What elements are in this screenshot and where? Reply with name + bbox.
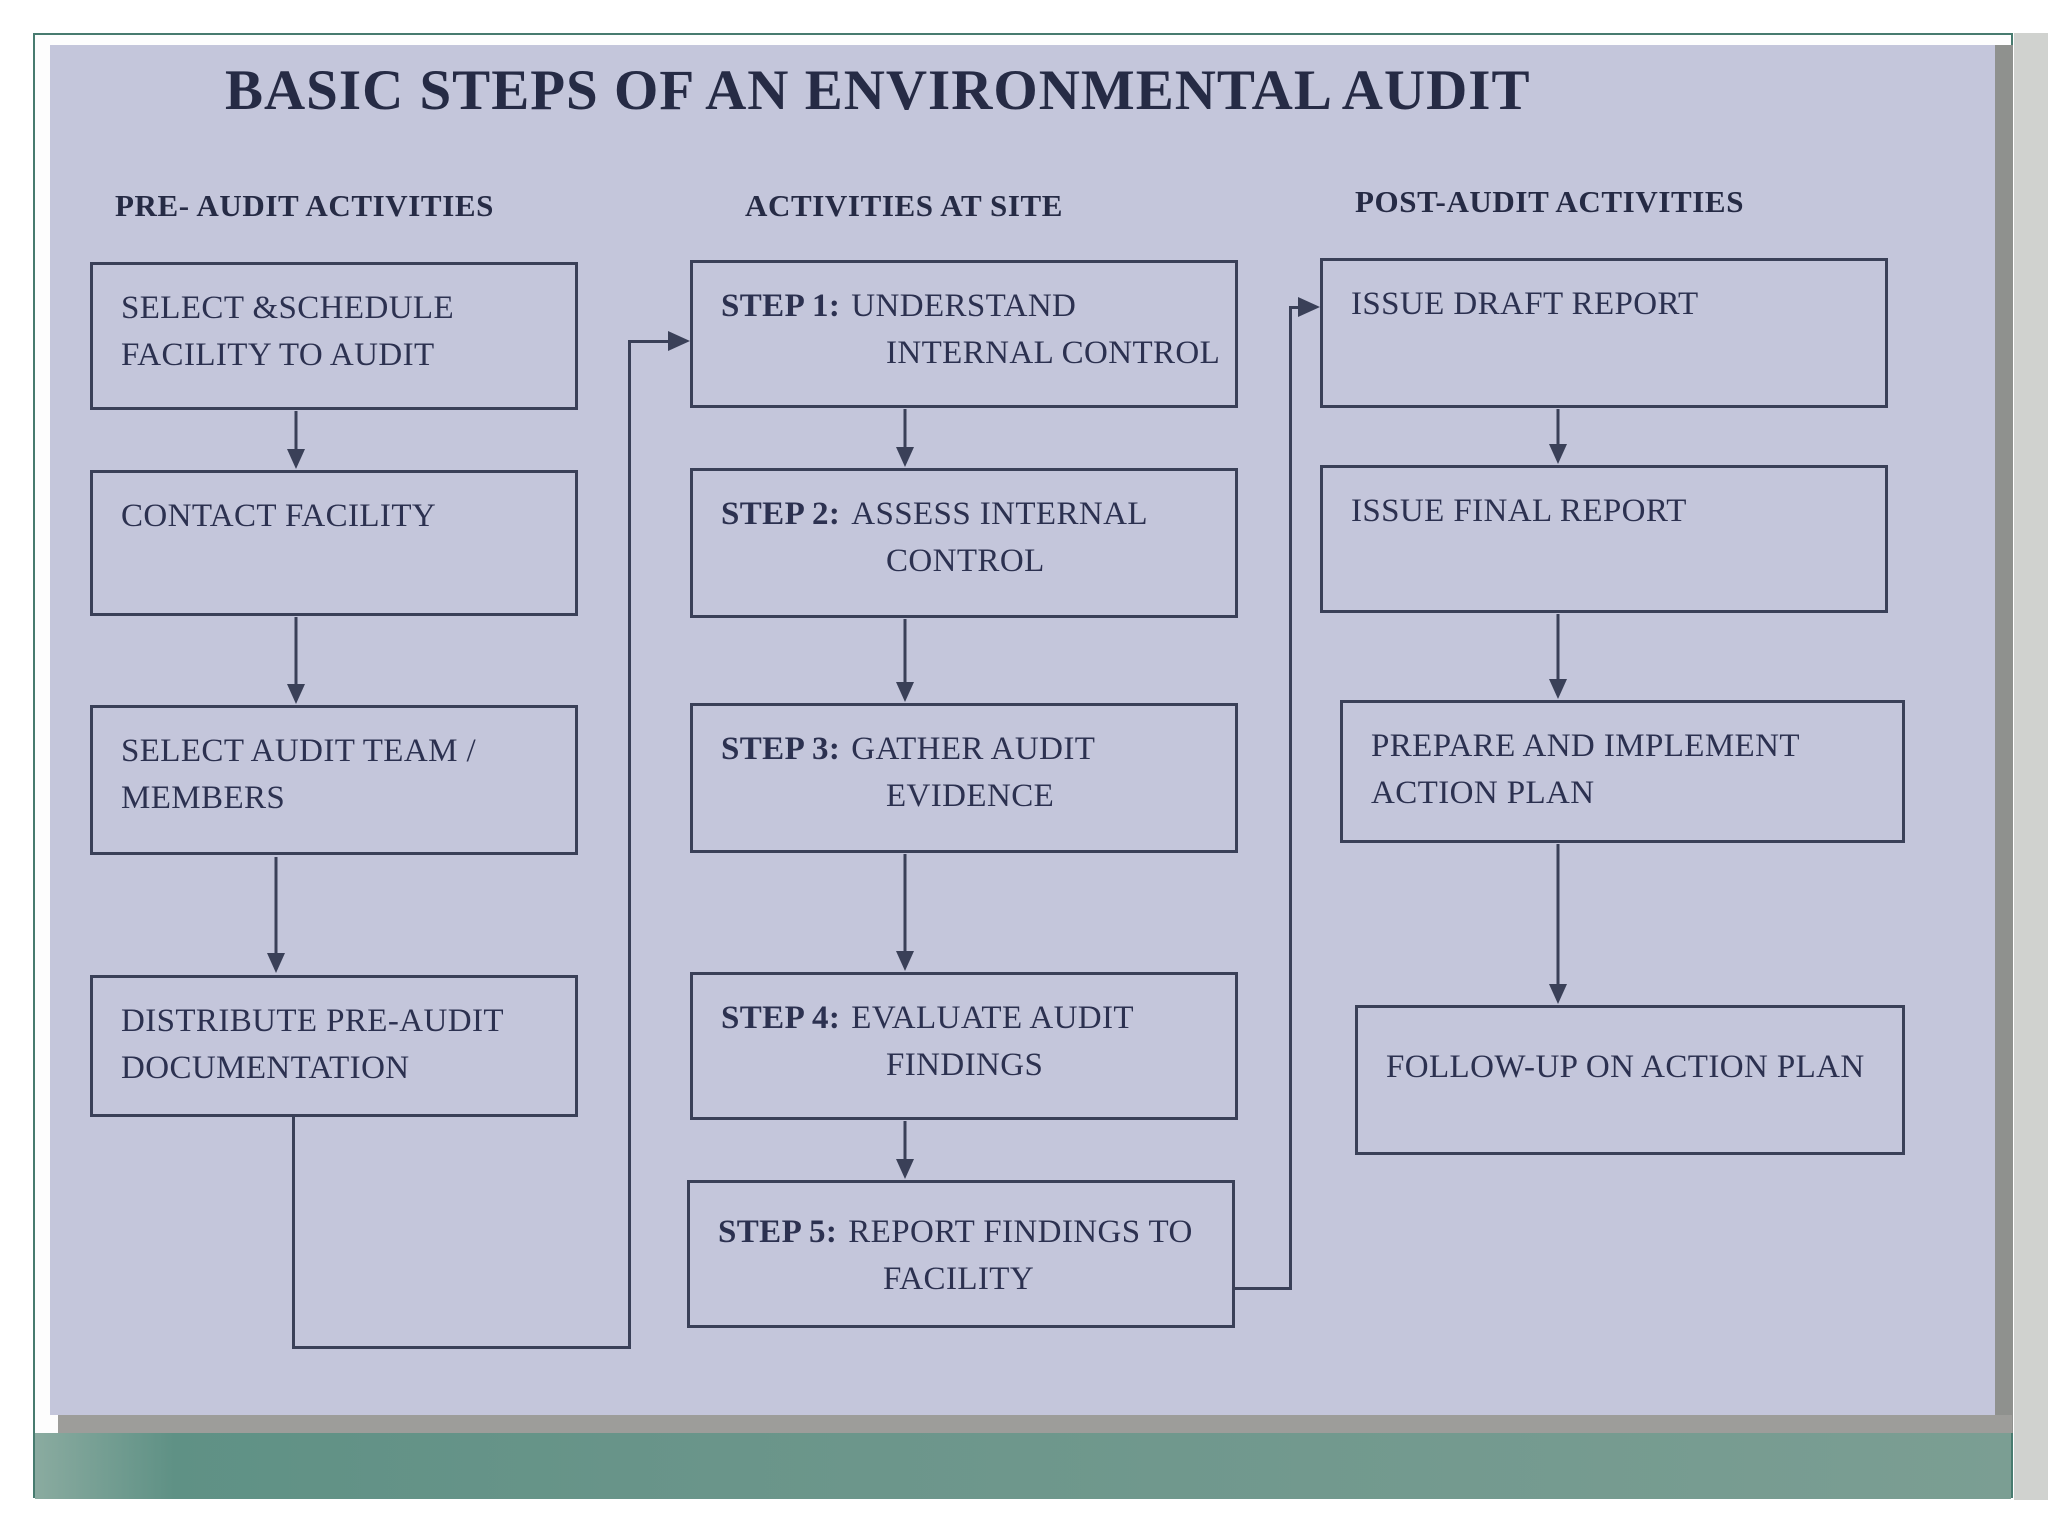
arrowhead-right-icon	[1298, 297, 1320, 317]
box-text-line: DISTRIBUTE PRE-AUDIT	[121, 1003, 504, 1039]
arrow-down-icon	[895, 1121, 915, 1179]
arrowhead-right-icon	[668, 331, 690, 351]
arrow-down-icon	[1548, 409, 1568, 464]
flow-box-issue-draft-report: ISSUE DRAFT REPORT	[1320, 258, 1888, 408]
flow-box-follow-up-action-plan: FOLLOW-UP ON ACTION PLAN	[1355, 1005, 1905, 1155]
connector-segment	[292, 1346, 631, 1349]
connector-segment	[1234, 1287, 1292, 1290]
box-text-line: ASSESS INTERNAL	[851, 496, 1148, 532]
box-text-line: UNDERSTAND	[851, 288, 1077, 324]
flow-box-issue-final-report: ISSUE FINAL REPORT	[1320, 465, 1888, 613]
diagram-title: BASIC STEPS OF AN ENVIRONMENTAL AUDIT	[225, 59, 1531, 122]
box-text-line: MEMBERS	[121, 779, 286, 816]
box-text-line: FACILITY TO AUDIT	[121, 336, 435, 373]
arrow-down-icon	[1548, 614, 1568, 699]
box-text-line: GATHER AUDIT	[851, 731, 1096, 767]
column-header-post-audit: POST-AUDIT ACTIVITIES	[1355, 184, 1745, 219]
box-text-line: ISSUE DRAFT REPORT	[1351, 286, 1699, 322]
box-text-line: SELECT &SCHEDULE	[121, 290, 455, 326]
step-label: STEP 4:	[721, 1000, 841, 1036]
outer-right-margin	[2014, 33, 2048, 1500]
box-text-line: REPORT FINDINGS TO	[848, 1214, 1193, 1250]
box-text-line: INTERNAL CONTROL	[886, 334, 1221, 371]
panel-shadow-bottom	[58, 1415, 2012, 1433]
diagram-panel	[50, 45, 1995, 1415]
arrow-down-icon	[266, 857, 286, 973]
step-label: STEP 5:	[718, 1214, 838, 1250]
box-text-line: EVALUATE AUDIT	[851, 1000, 1134, 1036]
step-label: STEP 2:	[721, 496, 841, 532]
column-header-pre-audit: PRE- AUDIT ACTIVITIES	[115, 188, 494, 223]
connector-segment	[628, 340, 672, 343]
column-header-at-site: ACTIVITIES AT SITE	[745, 188, 1064, 223]
bottom-teal-band	[35, 1433, 2011, 1499]
flow-box-contact-facility: CONTACT FACILITY	[90, 470, 578, 616]
box-text-line: DOCUMENTATION	[121, 1049, 410, 1086]
box-text-line: PREPARE AND IMPLEMENT	[1371, 728, 1800, 764]
flow-box-step1-understand-internal-control: STEP 1: UNDERSTAND INTERNAL CONTROL	[690, 260, 1238, 408]
flow-box-step5-report-findings: STEP 5: REPORT FINDINGS TO FACILITY	[687, 1180, 1235, 1328]
arrow-down-icon	[1548, 844, 1568, 1004]
box-text-line: ACTION PLAN	[1371, 774, 1595, 811]
flow-box-select-audit-team: SELECT AUDIT TEAM / MEMBERS	[90, 705, 578, 855]
arrow-down-icon	[895, 854, 915, 971]
flow-box-distribute-pre-audit-documentation: DISTRIBUTE PRE-AUDIT DOCUMENTATION	[90, 975, 578, 1117]
box-text-line: EVIDENCE	[886, 777, 1055, 814]
connector-segment	[1289, 306, 1299, 309]
connector-segment	[292, 1115, 295, 1349]
box-text-line: CONTROL	[886, 542, 1045, 579]
flow-box-select-schedule-facility: SELECT &SCHEDULE FACILITY TO AUDIT	[90, 262, 578, 410]
flow-box-step2-assess-internal-control: STEP 2: ASSESS INTERNAL CONTROL	[690, 468, 1238, 618]
box-text-line: ISSUE FINAL REPORT	[1351, 493, 1687, 529]
connector-segment	[628, 340, 631, 1349]
arrow-down-icon	[286, 617, 306, 704]
connector-segment	[1289, 306, 1292, 1290]
box-text-line: SELECT AUDIT TEAM /	[121, 733, 477, 769]
box-text-line: CONTACT FACILITY	[121, 498, 437, 534]
box-text-line: FINDINGS	[886, 1046, 1044, 1083]
panel-shadow-right	[1995, 45, 2013, 1433]
flow-box-prepare-implement-action-plan: PREPARE AND IMPLEMENT ACTION PLAN	[1340, 700, 1905, 843]
box-text-line: FOLLOW-UP ON ACTION PLAN	[1386, 1049, 1865, 1085]
arrow-down-icon	[895, 619, 915, 702]
arrow-down-icon	[286, 411, 306, 469]
step-label: STEP 3:	[721, 731, 841, 767]
arrow-down-icon	[895, 409, 915, 467]
flow-box-step4-evaluate-audit-findings: STEP 4: EVALUATE AUDIT FINDINGS	[690, 972, 1238, 1120]
box-text-line: FACILITY	[883, 1260, 1035, 1297]
step-label: STEP 1:	[721, 288, 841, 324]
flow-box-step3-gather-audit-evidence: STEP 3: GATHER AUDIT EVIDENCE	[690, 703, 1238, 853]
